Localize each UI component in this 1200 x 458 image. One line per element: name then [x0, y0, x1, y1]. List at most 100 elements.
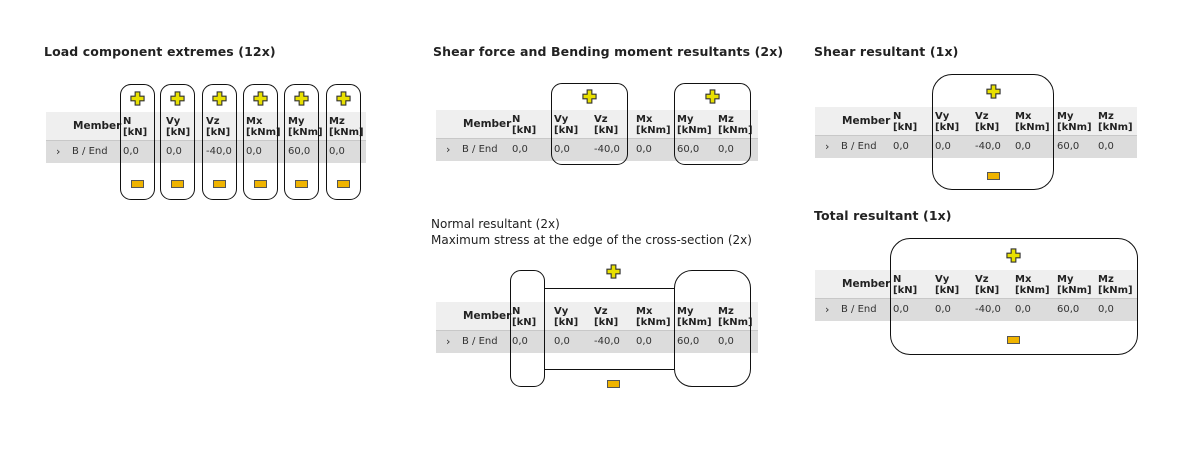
resultant-frame-my-mz-stress	[674, 270, 751, 387]
extreme-frame-my	[284, 84, 319, 200]
value-vz: -40,0	[594, 144, 620, 155]
value-mx: 0,0	[636, 336, 652, 347]
value-mx: 0,0	[636, 144, 652, 155]
column-header-mz: Mz[kNm]	[329, 116, 364, 138]
title-total-resultant: Total resultant (1x)	[814, 208, 952, 223]
extreme-frame-mz	[326, 84, 361, 200]
plus-icon	[212, 91, 227, 106]
results-table-load-component: Member › B / End N[kN] Vy[kN] Vz[kN] Mx[…	[46, 112, 366, 164]
plus-icon	[130, 91, 145, 106]
member-column-header: Member	[842, 278, 891, 290]
resultant-frame-vy-vz	[551, 83, 628, 165]
minus-icon	[1007, 336, 1020, 344]
column-header-my: My[kNm]	[677, 306, 712, 328]
column-header-vz: Vz[kN]	[594, 114, 619, 136]
column-header-my: My[kNm]	[677, 114, 712, 136]
column-header-vy: Vy[kN]	[935, 111, 960, 133]
chevron-right-icon[interactable]: ›	[56, 145, 61, 158]
value-n: 0,0	[512, 336, 528, 347]
minus-icon	[213, 180, 226, 188]
plus-icon	[253, 91, 268, 106]
plus-icon	[1006, 248, 1021, 263]
minus-icon	[295, 180, 308, 188]
column-header-vy: Vy[kN]	[554, 306, 579, 328]
member-column-header: Member	[463, 118, 512, 130]
column-header-vz: Vz[kN]	[594, 306, 619, 328]
member-cell: B / End	[462, 144, 498, 155]
column-header-mx: Mx[kNm]	[636, 306, 671, 328]
column-header-vy: Vy[kN]	[166, 116, 191, 138]
value-mz: 0,0	[1098, 304, 1114, 315]
plus-icon	[582, 89, 597, 104]
minus-icon	[337, 180, 350, 188]
value-my: 60,0	[677, 144, 700, 155]
column-header-mx: Mx[kNm]	[246, 116, 281, 138]
results-table-normal-resultant: Member › B / End N[kN] Vy[kN] Vz[kN] Mx[…	[436, 302, 758, 354]
value-mx: 0,0	[246, 146, 262, 157]
member-cell: B / End	[72, 146, 108, 157]
label-normal-resultant: Normal resultant (2x)	[431, 217, 560, 231]
value-vy: 0,0	[935, 141, 951, 152]
column-header-vz: Vz[kN]	[206, 116, 231, 138]
table-header	[815, 107, 1137, 136]
member-column-header: Member	[463, 310, 512, 322]
column-header-mx: Mx[kNm]	[1015, 274, 1050, 296]
results-table-total-resultant: Member › B / End N[kN] Vy[kN] Vz[kN] Mx[…	[815, 270, 1137, 322]
column-header-vy: Vy[kN]	[554, 114, 579, 136]
column-header-vy: Vy[kN]	[935, 274, 960, 296]
column-header-n: N[kN]	[512, 306, 537, 328]
plus-icon	[170, 91, 185, 106]
minus-icon	[131, 180, 144, 188]
chevron-right-icon[interactable]: ›	[825, 303, 830, 316]
table-header	[436, 302, 758, 331]
resultant-frame-total	[890, 238, 1138, 355]
chevron-right-icon[interactable]: ›	[446, 335, 451, 348]
minus-icon	[987, 172, 1000, 180]
column-header-my: My[kNm]	[288, 116, 323, 138]
value-mz: 0,0	[1098, 141, 1114, 152]
column-header-mz: Mz[kNm]	[718, 306, 753, 328]
value-n: 0,0	[893, 304, 909, 315]
title-load-component-extremes: Load component extremes (12x)	[44, 44, 276, 59]
column-header-vz: Vz[kN]	[975, 111, 1000, 133]
table-header	[815, 270, 1137, 299]
table-row[interactable]	[815, 136, 1137, 158]
minus-icon	[607, 380, 620, 388]
value-mz: 0,0	[329, 146, 345, 157]
value-my: 60,0	[1057, 141, 1080, 152]
title-shear-bending-resultants: Shear force and Bending moment resultant…	[433, 44, 784, 59]
plus-icon	[705, 89, 720, 104]
column-header-vz: Vz[kN]	[975, 274, 1000, 296]
table-row[interactable]	[46, 141, 366, 163]
chevron-right-icon[interactable]: ›	[446, 143, 451, 156]
value-mx: 0,0	[1015, 141, 1031, 152]
value-vz: -40,0	[975, 304, 1001, 315]
table-row[interactable]	[815, 299, 1137, 321]
value-vy: 0,0	[166, 146, 182, 157]
member-cell: B / End	[462, 336, 498, 347]
chevron-right-icon[interactable]: ›	[825, 140, 830, 153]
value-vz: -40,0	[975, 141, 1001, 152]
resultant-frame-my-mz	[674, 83, 751, 165]
column-header-n: N[kN]	[893, 111, 918, 133]
column-header-mz: Mz[kNm]	[1098, 274, 1133, 296]
extreme-frame-vy	[160, 84, 195, 200]
table-header	[436, 110, 758, 139]
column-header-n: N[kN]	[123, 116, 148, 138]
column-header-my: My[kNm]	[1057, 111, 1092, 133]
table-header	[46, 112, 366, 141]
extreme-frame-vz	[202, 84, 237, 200]
plus-icon	[336, 91, 351, 106]
value-mz: 0,0	[718, 144, 734, 155]
column-header-n: N[kN]	[893, 274, 918, 296]
resultant-frame-n	[510, 270, 545, 387]
table-row[interactable]	[436, 331, 758, 353]
value-vy: 0,0	[935, 304, 951, 315]
member-cell: B / End	[841, 141, 877, 152]
value-my: 60,0	[288, 146, 311, 157]
column-header-mz: Mz[kNm]	[718, 114, 753, 136]
value-vy: 0,0	[554, 144, 570, 155]
column-header-mz: Mz[kNm]	[1098, 111, 1133, 133]
title-shear-resultant: Shear resultant (1x)	[814, 44, 959, 59]
member-column-header: Member	[842, 115, 891, 127]
